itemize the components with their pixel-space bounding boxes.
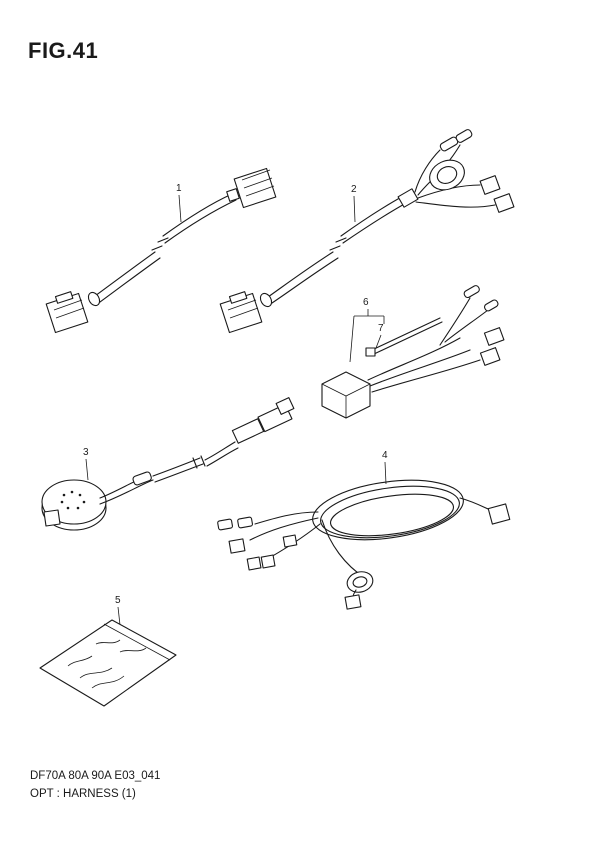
part-3-buzzer[interactable]: 3 bbox=[41, 397, 295, 531]
footer-figure-code: DF70A 80A 90A E03_041 bbox=[30, 770, 161, 782]
callout-2-label: 2 bbox=[351, 184, 357, 195]
callout-7-leader bbox=[375, 334, 382, 349]
callout-5-label: 5 bbox=[115, 595, 121, 606]
connector-upper bbox=[226, 167, 277, 209]
part-1-extension-harness[interactable]: 1 bbox=[45, 167, 277, 334]
callout-1-label: 1 bbox=[176, 183, 182, 194]
figure-title: FIG.41 bbox=[28, 38, 99, 63]
part-5-parts-bag[interactable]: 5 bbox=[39, 595, 177, 707]
callout-7-label: 7 bbox=[378, 323, 384, 334]
callout-3-label: 3 bbox=[83, 447, 89, 458]
cable-tie-head bbox=[365, 347, 376, 357]
callout-3-leader bbox=[85, 458, 89, 481]
callout-4-leader bbox=[384, 461, 387, 485]
callout-1-leader bbox=[178, 194, 182, 223]
part-4-loop-harness[interactable]: 4 bbox=[217, 450, 511, 610]
part-6-relay-harness[interactable]: 6 7 bbox=[321, 285, 505, 419]
part-2-main-harness[interactable]: 2 bbox=[219, 129, 515, 334]
callout-4-label: 4 bbox=[382, 450, 388, 461]
connector-lower bbox=[45, 291, 101, 334]
callout-2-leader bbox=[353, 195, 356, 223]
footer-figure-description: OPT : HARNESS (1) bbox=[30, 788, 136, 800]
callout-5-leader bbox=[117, 606, 121, 626]
callout-6-label: 6 bbox=[363, 297, 369, 308]
